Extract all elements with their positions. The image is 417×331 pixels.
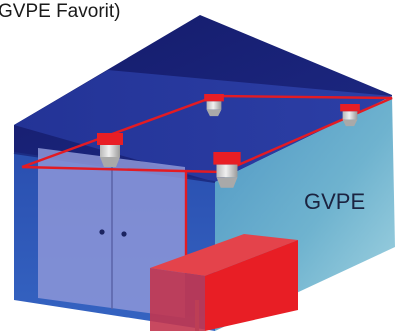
pipe-network bbox=[21, 94, 393, 267]
door-handle-icon bbox=[121, 231, 127, 237]
cabinet-top bbox=[150, 234, 298, 276]
pipe-loop bbox=[21, 94, 393, 174]
sprinkler-nozzle-icon bbox=[204, 94, 224, 117]
sprinkler-nozzle-icon bbox=[97, 133, 123, 167]
cabinet-side bbox=[205, 240, 298, 331]
sprinkler-nozzle-icon bbox=[340, 104, 360, 127]
control-cabinet bbox=[150, 234, 298, 331]
wall-label: GVPE bbox=[304, 189, 365, 214]
sprinkler-nozzle-icon bbox=[213, 152, 241, 188]
diagram-caption: GVPE Favorit) bbox=[0, 1, 121, 22]
cabinet-front bbox=[150, 268, 205, 331]
door-handle-icon bbox=[99, 229, 105, 235]
